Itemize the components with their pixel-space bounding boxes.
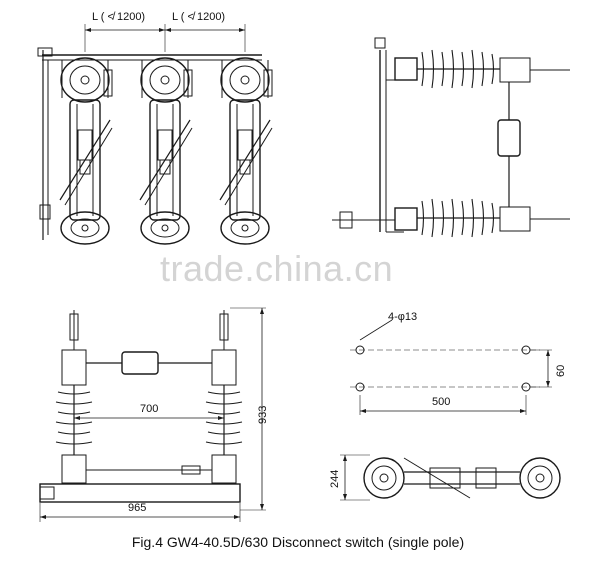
dimension-label-mount-holes: 4-φ13 (388, 311, 418, 323)
figure-caption: Fig.4 GW4-40.5D/630 Disconnect switch (s… (131, 534, 465, 550)
watermark: trade.china.cn (160, 248, 394, 289)
three-pole-front-view (37, 24, 273, 245)
dimension-label-insulator-span: 700 (140, 403, 159, 415)
dimension-label-phase-spacing-1: L ( ≮ 1200) (92, 11, 146, 23)
vertical-insulator (55, 310, 93, 484)
pole-unit (59, 57, 113, 245)
dimension-label-arm-height: 244 (329, 469, 341, 488)
dimension-label-phase-spacing-2: L ( ≮ 1200) (172, 11, 226, 23)
dimension-label-total-height: 933 (257, 405, 269, 424)
dimension-label-hole-pitch-horizontal: 500 (432, 396, 451, 408)
elevation-view (39, 307, 266, 522)
arm-plan-view (340, 454, 561, 501)
dimension-label-base-length: 965 (128, 502, 147, 514)
dimension-label-hole-pitch-vertical: 60 (555, 364, 567, 377)
mounting-plan (350, 319, 552, 415)
side-view (332, 37, 571, 238)
horizontal-insulator (417, 49, 570, 89)
